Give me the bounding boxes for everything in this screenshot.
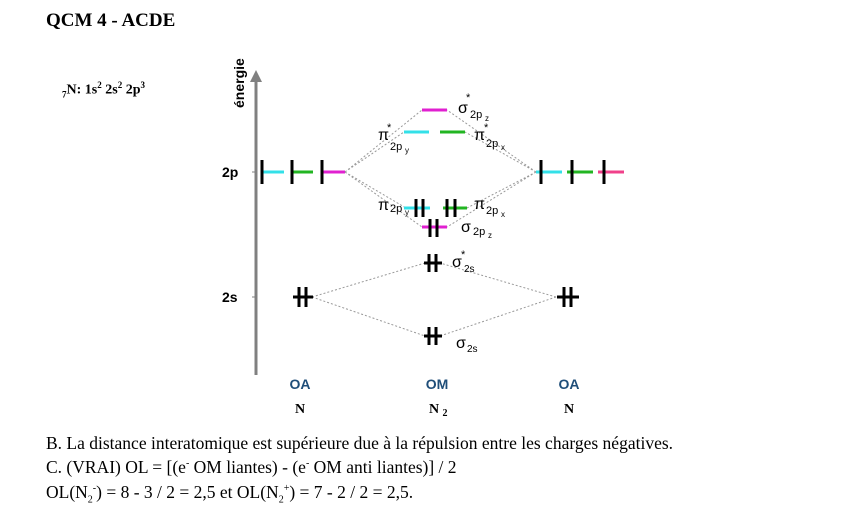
- svg-text:*: *: [466, 92, 471, 104]
- svg-text:*: *: [461, 249, 466, 261]
- svg-text:2p: 2p: [486, 205, 498, 217]
- atom-left: N: [295, 402, 305, 417]
- svg-text:2p: 2p: [390, 141, 402, 153]
- electrons: [260, 160, 606, 345]
- svg-text:π: π: [474, 127, 485, 144]
- svg-text:2: 2: [443, 408, 448, 419]
- arrow-icon: [250, 70, 262, 82]
- svg-text:x: x: [501, 143, 505, 152]
- col-oa-right: OA: [559, 376, 580, 392]
- svg-text:x: x: [501, 210, 505, 219]
- col-oa-left: OA: [290, 376, 311, 392]
- svg-text:2p: 2p: [473, 226, 485, 238]
- svg-text:y: y: [405, 208, 409, 217]
- answer-c: C. (VRAI) OL = [(e- OM liantes) - (e- OM…: [46, 457, 457, 477]
- svg-text:2p: 2p: [470, 109, 482, 121]
- svg-text:2s: 2s: [467, 344, 478, 355]
- svg-text:*: *: [484, 122, 489, 134]
- svg-text:z: z: [488, 231, 492, 240]
- atom-right: N: [564, 402, 574, 417]
- svg-text:y: y: [405, 146, 409, 155]
- orbital-levels: [262, 108, 624, 229]
- label-sigma-star-2s: σ* 2s: [452, 249, 475, 275]
- answer-b: B. La distance interatomique est supérie…: [46, 433, 674, 453]
- correlation-lines: [311, 109, 557, 337]
- svg-text:2s: 2s: [464, 264, 475, 275]
- question-title: QCM 4 - ACDE: [46, 10, 176, 31]
- svg-text:σ: σ: [458, 100, 468, 117]
- svg-text:π: π: [378, 127, 389, 144]
- svg-text:π: π: [378, 197, 389, 214]
- col-om: OM: [426, 376, 449, 392]
- svg-text:σ: σ: [456, 335, 466, 352]
- atom-mid: N: [429, 402, 439, 417]
- svg-text:*: *: [387, 122, 392, 134]
- column-headers: OA OM OA: [290, 376, 580, 392]
- svg-text:σ: σ: [452, 254, 462, 271]
- level-2s: 2s: [222, 289, 238, 305]
- svg-text:π: π: [474, 196, 485, 213]
- axis-label: énergie: [231, 58, 247, 108]
- axis: énergie 2p 2s: [222, 58, 262, 375]
- svg-text:σ: σ: [461, 219, 471, 236]
- bond-order-calc: OL(N2-) = 8 - 3 / 2 = 2,5 et OL(N2+) = 7…: [46, 482, 414, 506]
- svg-text:2p: 2p: [486, 138, 498, 150]
- atom-labels: N N 2 N: [295, 402, 574, 419]
- svg-text:z: z: [485, 114, 489, 123]
- level-2p: 2p: [222, 164, 238, 180]
- svg-text:2p: 2p: [390, 203, 402, 215]
- electron-configuration: 7N: 1s2 2s2 2p3: [62, 80, 145, 100]
